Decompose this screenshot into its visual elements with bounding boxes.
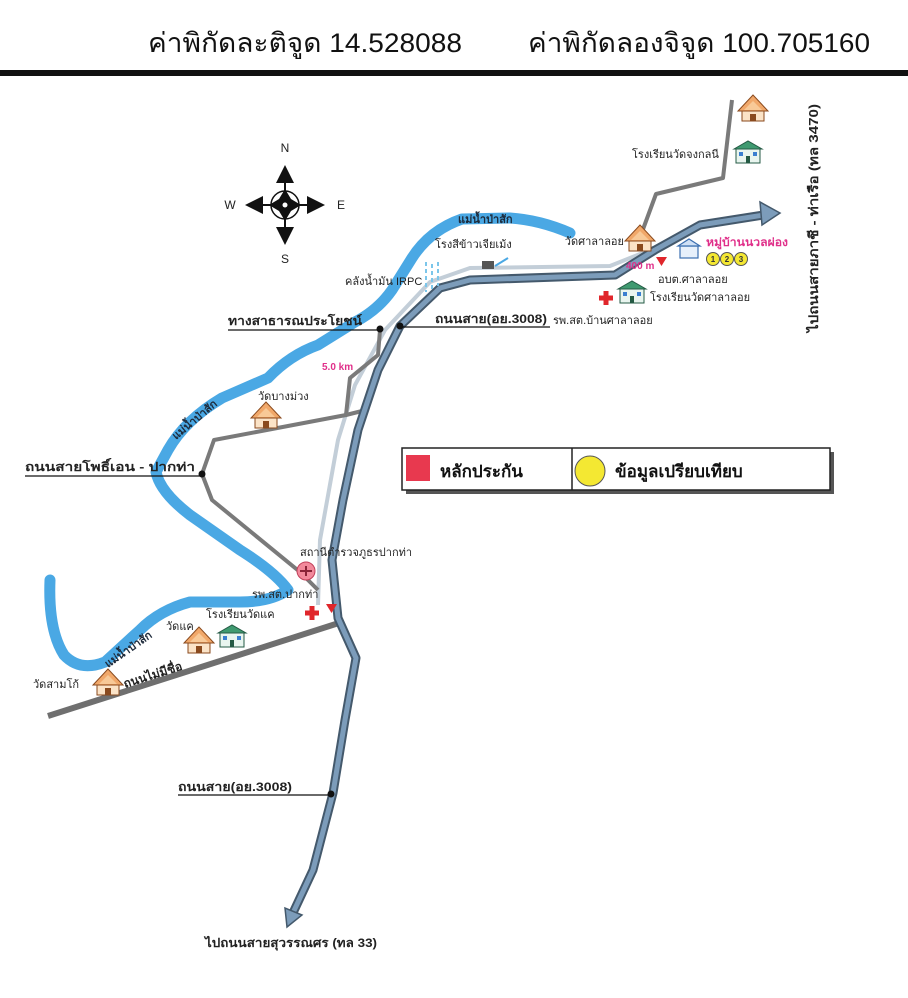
secondary-road <box>316 248 651 606</box>
latitude-text: ค่าพิกัดละติจูด 14.528088 <box>148 28 462 59</box>
river-label-top: แม่น้ำป่าสัก <box>458 211 513 226</box>
red-cross-icon <box>599 291 613 305</box>
distance-label-km: 5.0 km <box>322 362 353 373</box>
label-to-suwannasorn: ไปถนนสายสุวรรณศร (ทล 33) <box>203 935 377 951</box>
temple-icon <box>250 401 282 429</box>
collateral-marker-icon <box>326 604 337 613</box>
label-wat-bang-muang: วัดบางม่วง <box>258 391 309 403</box>
label-unnamed-road: ถนนไม่มีชื่อ <box>121 657 184 691</box>
label-pho-en-paktha-road: ถนนสายโพธิ์เอน - ปากท่า <box>25 458 195 474</box>
comparable-number: 3 <box>739 255 744 264</box>
longitude-text: ค่าพิกัดลองจิจูด 100.705160 <box>528 28 870 59</box>
river-label-bottom: แม่น้ำป่าสัก <box>101 627 155 671</box>
oil-depot-icon <box>425 262 439 292</box>
legend: หลักประกัน ข้อมูลเปรียบเทียบ <box>401 447 834 494</box>
label-police-paktha: สถานีตำรวจภูธรปากท่า <box>300 546 412 559</box>
label-rice-mill: โรงสีข้าวเจียเม้ง <box>435 237 512 251</box>
arrow-east-icon <box>759 200 782 227</box>
pho-en-paktha-road <box>200 329 382 592</box>
temple-icon <box>624 224 656 252</box>
compass-south: S <box>281 252 289 266</box>
river-label-middle: แม่น้ำป่าสัก <box>168 396 220 443</box>
village-icon <box>675 238 703 259</box>
school-icon <box>733 140 763 164</box>
compass-north: N <box>281 141 290 155</box>
temple-icon <box>737 94 769 122</box>
label-hospital-paktha: รพ.สต.ปากท่า <box>252 589 318 601</box>
comparable-number: 1 <box>711 255 716 264</box>
road-dot <box>198 470 206 478</box>
legend-comparable-swatch <box>574 455 606 487</box>
label-route-3008-lower: ถนนสาย(อย.3008) <box>178 780 292 794</box>
comparable-number: 2 <box>725 255 730 264</box>
road-dot <box>396 322 404 330</box>
label-village: หมู่บ้านนวลผ่อง <box>706 236 788 250</box>
label-school-wat-sala-loi: โรงเรียนวัดศาลาลอย <box>650 290 750 304</box>
road-to-wat-chongkonnee <box>640 99 734 233</box>
legend-collateral-label: หลักประกัน <box>440 462 523 481</box>
label-wat-sala-loi: วัดศาลาลอย <box>565 236 624 248</box>
label-school-wat-chongkonnee: โรงเรียนวัดจงกลนี <box>632 147 719 161</box>
comparable-marker-2: 2 <box>720 252 734 266</box>
legend-comparable-label: ข้อมูลเปรียบเทียบ <box>615 461 743 483</box>
river-pasak <box>44 212 576 672</box>
comparable-marker-1: 1 <box>706 252 720 266</box>
collateral-marker-icon <box>656 257 667 266</box>
distance-label-m: 400 m <box>626 261 654 272</box>
compass-west: W <box>224 198 236 212</box>
comparable-marker-3: 3 <box>734 252 748 266</box>
compass-rose: N S W E <box>224 141 345 266</box>
label-route-3008-upper: ถนนสาย(อย.3008) <box>435 312 547 326</box>
main-road-3008 <box>284 200 782 929</box>
label-wat-khae: วัดแค <box>166 621 194 633</box>
label-to-phachi-tharuea: ไปถนนสายภาชี - ท่าเรือ (ทล 3470) <box>805 104 821 334</box>
road-connector <box>345 409 363 417</box>
label-hospital-sala-loi: รพ.สต.บ้านศาลาลอย <box>553 315 653 327</box>
compass-east: E <box>337 198 345 212</box>
arrow-south-icon <box>284 906 304 929</box>
unnamed-road <box>47 619 343 719</box>
temple-icon <box>92 668 124 696</box>
label-school-wat-khae: โรงเรียนวัดแค <box>206 607 275 621</box>
rice-mill-icon <box>482 257 509 269</box>
road-dot <box>376 325 384 333</box>
legend-collateral-swatch <box>406 455 430 481</box>
red-cross-icon <box>305 606 319 620</box>
header-divider <box>0 70 908 76</box>
school-icon <box>617 280 647 304</box>
road-dot <box>327 790 335 798</box>
school-icon <box>217 624 247 648</box>
label-public-way: ทางสาธารณประโยชน์ <box>228 313 363 328</box>
label-wat-sam-ko: วัดสามโก้ <box>33 677 79 691</box>
label-oil-depot: คลังน้ำมัน IRPC <box>345 273 422 288</box>
police-icon <box>296 561 316 581</box>
label-sao-sala-loi: อบต.ศาลาลอย <box>658 274 728 286</box>
